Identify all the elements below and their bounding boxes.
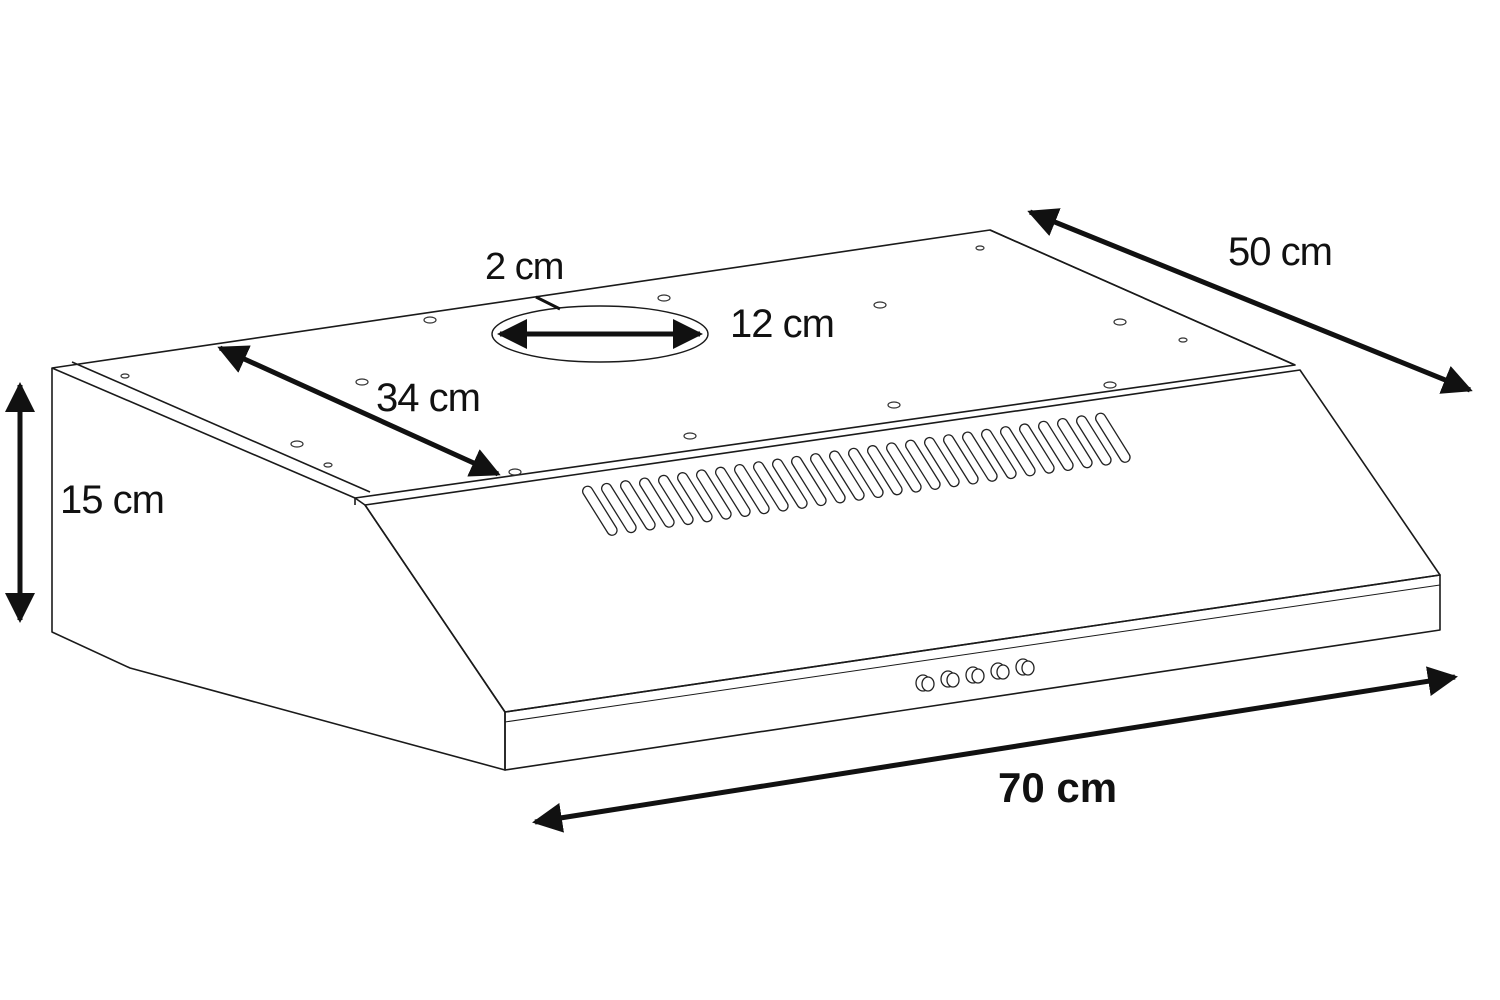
duct-opening bbox=[491, 305, 709, 363]
vent-slots bbox=[581, 412, 1131, 536]
label-width: 70 cm bbox=[998, 764, 1118, 811]
label-depth: 50 cm bbox=[1228, 230, 1333, 274]
depth-arrow bbox=[1027, 208, 1473, 394]
screw-holes bbox=[120, 245, 1188, 476]
front-strip bbox=[504, 574, 1441, 771]
label-mount-depth: 34 cm bbox=[376, 376, 481, 420]
control-knobs bbox=[915, 658, 1035, 692]
label-height: 15 cm bbox=[60, 478, 165, 522]
mount-depth-arrow bbox=[217, 345, 501, 477]
width-arrow bbox=[532, 666, 1458, 833]
label-duct-offset: 2 cm bbox=[485, 246, 564, 288]
left-side bbox=[51, 368, 506, 771]
top-plate bbox=[51, 229, 1296, 499]
duct-offset-tick bbox=[535, 295, 561, 311]
label-duct-diameter: 12 cm bbox=[730, 302, 835, 346]
